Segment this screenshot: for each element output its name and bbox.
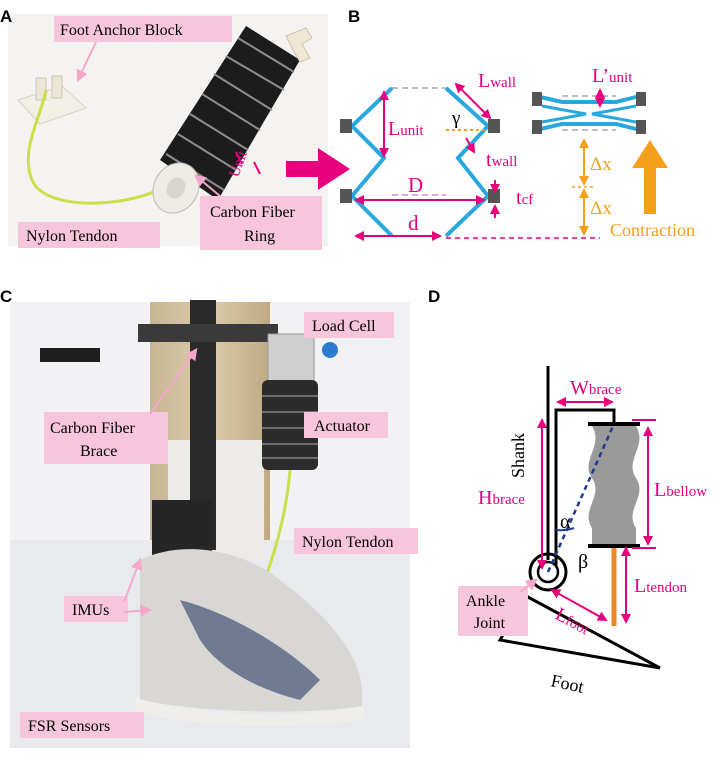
carbon-fiber-brace-callout-line1: Carbon Fiber (50, 420, 136, 437)
l-bellow-label: Lbellow (654, 479, 707, 501)
l-tendon-label: Ltendon (634, 575, 688, 597)
imus-callout: IMUs (72, 602, 109, 619)
carbon-fiber-ring-callout-box (200, 196, 322, 250)
fsr-sensors-callout-box (20, 712, 144, 738)
panel-a-label: A (0, 7, 12, 26)
bellow-dimension-arrows (354, 82, 605, 241)
brace-outline (554, 408, 616, 566)
ankle-joint-pointer (519, 578, 538, 593)
alpha-reference-line (546, 423, 616, 573)
t-cf-label: tcf (516, 187, 533, 209)
panel-c-label: C (0, 287, 12, 306)
bellow-dashed-guides (392, 87, 616, 196)
panel-a-to-b-arrow (286, 148, 350, 190)
nylon-tendon-callout-a: Nylon Tendon (26, 228, 117, 245)
actuator-illustration (262, 333, 338, 470)
nylon-tendon-illustration (26, 89, 159, 205)
nylon-tendon-callout-box-c (294, 528, 418, 554)
delta-x-label-2: Δx (590, 198, 612, 219)
carbon-fiber-brace-pointer (149, 348, 198, 415)
nylon-tendon-callout-c: Nylon Tendon (302, 534, 393, 551)
gamma-label: γ (451, 108, 460, 129)
shank-label: Shank (508, 433, 528, 478)
l-unit-label: Lunit (388, 118, 424, 140)
panel-d: D Wbrace Shank Hbrace α β (428, 287, 707, 697)
ankle-joint-circle (528, 552, 568, 592)
l-wall-label: Lwall (478, 70, 516, 92)
panel-c: C Load Cell Carbon Fiber Brace Actuator … (0, 287, 418, 748)
carbon-fiber-ring-callout-line1: Carbon Fiber (210, 204, 296, 221)
imus-pointer-lower (123, 604, 153, 617)
carbon-fiber-ring-pointer (194, 174, 221, 197)
imus-callout-box (64, 596, 128, 622)
panel-d-dimension-arrows (537, 397, 656, 624)
ankle-joint-callout-line1: Ankle (466, 593, 505, 610)
load-cell-callout: Load Cell (312, 318, 376, 335)
bellows-actuator-illustration (152, 26, 313, 214)
carbon-fiber-ring-markers (340, 119, 500, 203)
panel-b: B (340, 7, 695, 241)
small-d-label: d (408, 211, 419, 235)
compressed-bellow (532, 92, 646, 134)
foot-anchor-block-pointer (76, 41, 97, 83)
bellow-wall-profile (349, 86, 491, 238)
foot-anchor-block-callout-box (54, 16, 232, 42)
ankle-joint-callout-box (458, 586, 528, 636)
nylon-tendon-callout-box-a (18, 222, 160, 248)
panel-b-label: B (348, 7, 360, 26)
contraction-label: Contraction (610, 220, 695, 240)
w-brace-label: Wbrace (570, 377, 622, 399)
fsr-sensors-callout: FSR Sensors (28, 718, 110, 735)
actuator-callout-box (304, 412, 388, 438)
actuator-callout: Actuator (314, 418, 371, 435)
panel-a: A Foot Anchor Block Unit Nylon Tendon Ca… (0, 7, 350, 250)
carbon-fiber-brace-callout-line2: Brace (80, 443, 117, 460)
foot-anchor-block-callout: Foot Anchor Block (60, 22, 183, 39)
alpha-arc (555, 527, 575, 532)
t-wall-label: twall (486, 149, 517, 171)
ankle-joint-callout-line2: Joint (474, 615, 506, 632)
ankle-joint-inner-circle (536, 560, 560, 584)
imus-pointer-upper (123, 557, 143, 603)
bellow-illustration (588, 426, 640, 544)
contraction-arrow (632, 140, 668, 214)
big-d-label: D (408, 173, 423, 197)
load-cell-callout-box (304, 312, 394, 338)
delta-x-label-1: Δx (590, 154, 612, 175)
carbon-fiber-ring-callout-line2: Ring (244, 228, 275, 245)
panel-d-label: D (428, 287, 440, 306)
carbon-fiber-brace-callout-box (44, 412, 168, 464)
h-brace-label: Hbrace (478, 487, 525, 509)
alpha-label: α (560, 511, 571, 533)
beta-label: β (578, 551, 588, 573)
l-unit-prime-label: L’unit (592, 65, 633, 87)
shoe-illustration (136, 549, 364, 727)
foot-label: Foot (549, 670, 585, 696)
